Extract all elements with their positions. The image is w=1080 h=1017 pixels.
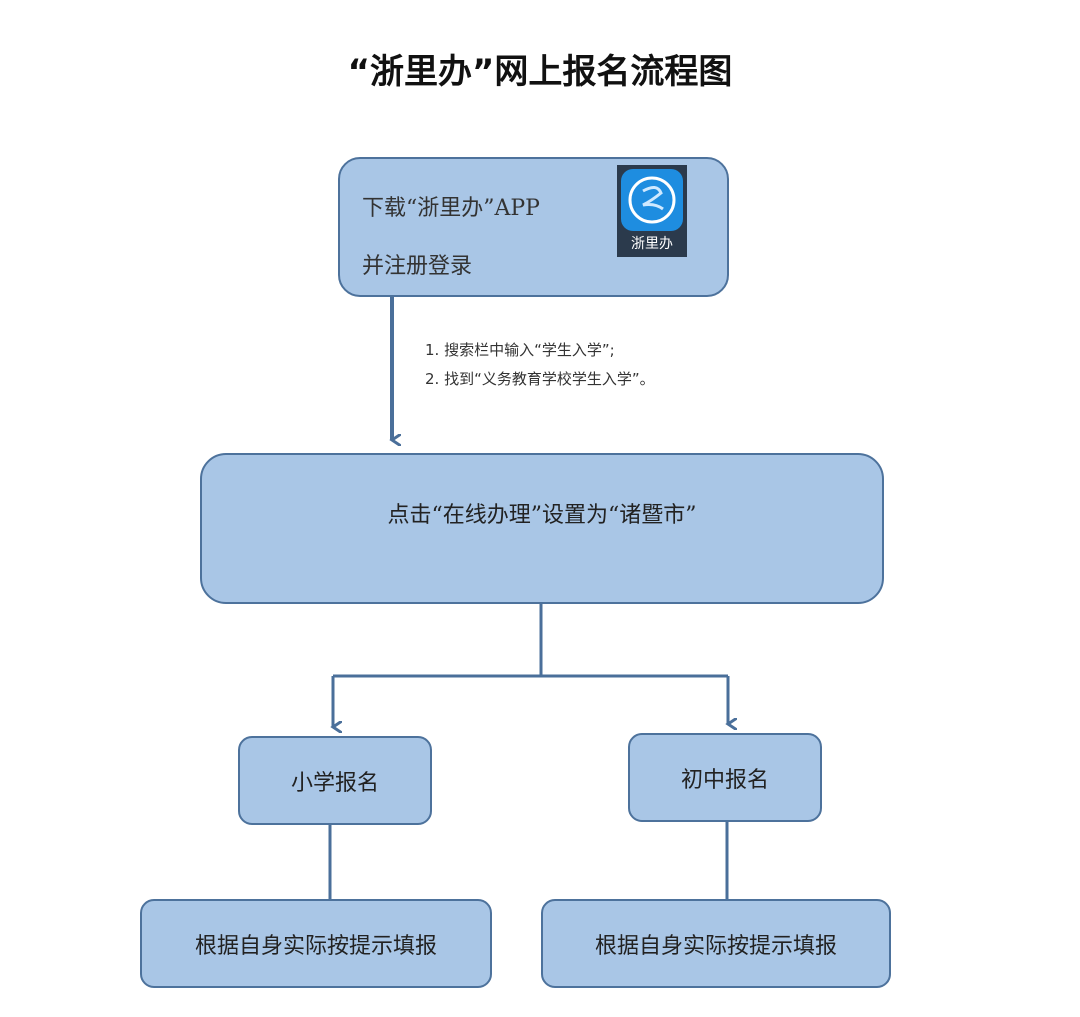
step-download-line2: 并注册登录 [362,254,473,279]
step-online-handle-label: 点击“在线办理”设置为“诸暨市” [387,503,697,528]
note-item: 1. 搜索栏中输入“学生入学”; [425,341,615,359]
note-item: 2. 找到“义务教育学校学生入学”。 [425,370,655,388]
primary-fill-label: 根据自身实际按提示填报 [194,933,437,959]
step-download-line1: 下载“浙里办”APP [362,196,540,221]
page-title: “浙里办”网上报名流程图 [347,52,733,92]
instruction-notes: 1. 搜索栏中输入“学生入学”; 2. 找到“义务教育学校学生入学”。 [425,336,655,394]
middle-fill-label: 根据自身实际按提示填报 [594,933,837,959]
step-middle-school: 初中报名 [628,733,822,822]
step-primary-school: 小学报名 [238,736,432,825]
step-primary-fill: 根据自身实际按提示填报 [140,899,492,988]
step-online-handle: 点击“在线办理”设置为“诸暨市” [200,453,884,604]
primary-school-label: 小学报名 [290,770,379,796]
step-middle-fill: 根据自身实际按提示填报 [541,899,891,988]
middle-school-label: 初中报名 [680,767,769,793]
app-icon-label: 浙里办 [631,236,673,252]
zheliban-app-icon: 浙里办 [617,165,687,257]
